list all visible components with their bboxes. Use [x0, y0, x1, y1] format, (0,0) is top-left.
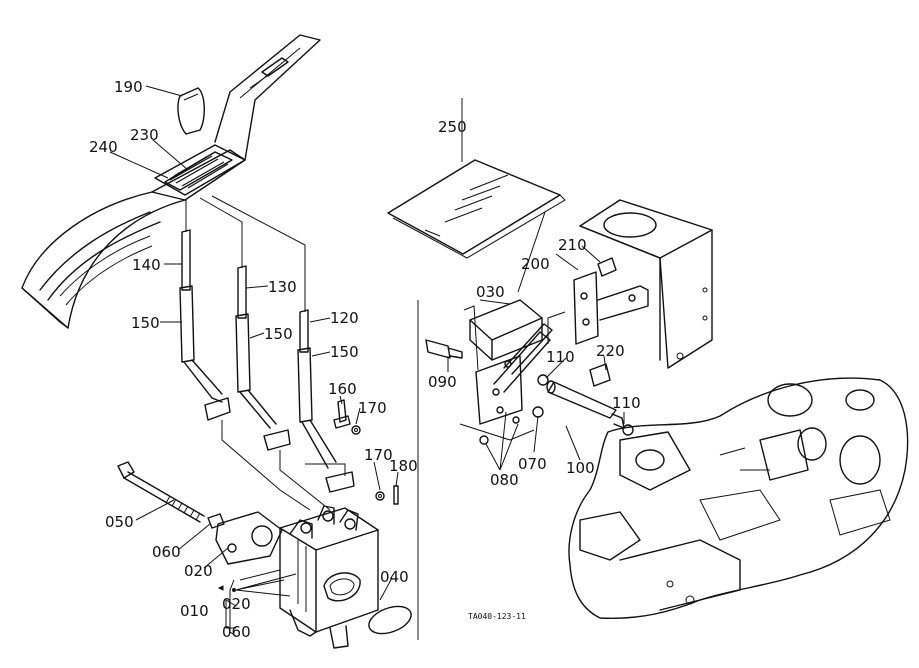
pins-washers	[333, 399, 399, 505]
callout-150a: 150	[131, 314, 160, 332]
bracket-pipe	[425, 299, 634, 445]
callout-020b: 020	[222, 595, 251, 613]
transmission-housing	[568, 377, 909, 620]
drawing-code: TA040-123-11	[468, 612, 526, 621]
callout-020a: 020	[184, 562, 213, 580]
callout-230: 230	[130, 126, 159, 144]
callout-100: 100	[566, 459, 595, 477]
callout-060a: 060	[152, 543, 181, 561]
callout-130: 130	[268, 278, 297, 296]
bolt-assembly	[117, 461, 283, 565]
callout-150c: 150	[330, 343, 359, 361]
callout-110a: 110	[546, 348, 575, 366]
lever-knob	[177, 87, 205, 135]
reference-lines	[229, 300, 419, 640]
callout-200: 200	[521, 255, 550, 273]
callout-160: 160	[328, 380, 357, 398]
support-housing	[547, 199, 713, 387]
callout-010: 010	[180, 602, 209, 620]
control-valve	[279, 505, 412, 649]
callout-220: 220	[596, 342, 625, 360]
callout-150b: 150	[264, 325, 293, 343]
callout-110b: 110	[612, 394, 641, 412]
booklet	[387, 159, 566, 259]
callout-170b: 170	[364, 446, 393, 464]
callout-labels: 190 230 240 140 150 130 150 120 150 160 …	[89, 78, 641, 641]
control-levers	[179, 195, 355, 511]
callout-140: 140	[132, 256, 161, 274]
callout-190: 190	[114, 78, 143, 96]
callout-060b: 060	[222, 623, 251, 641]
lever-guide-plate	[21, 34, 321, 329]
callout-120: 120	[330, 309, 359, 327]
callout-040: 040	[380, 568, 409, 586]
callout-240: 240	[89, 138, 118, 156]
callout-210: 210	[558, 236, 587, 254]
callout-030: 030	[476, 283, 505, 301]
callout-050: 050	[105, 513, 134, 531]
callout-090: 090	[428, 373, 457, 391]
leader-lines	[109, 85, 625, 629]
callout-250: 250	[438, 118, 467, 136]
lever-boot	[154, 144, 246, 196]
callout-070: 070	[518, 455, 547, 473]
callout-180: 180	[389, 457, 418, 475]
callout-080: 080	[490, 471, 519, 489]
callout-170a: 170	[358, 399, 387, 417]
